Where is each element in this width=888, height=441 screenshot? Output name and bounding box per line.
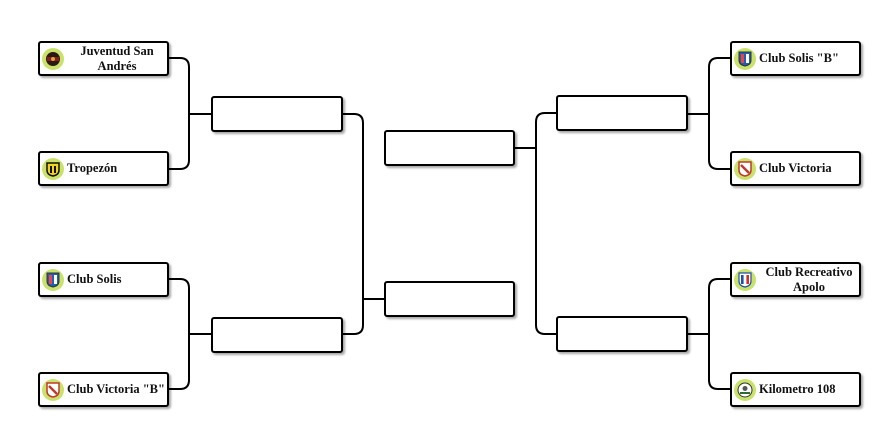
kilometro-108-logo-icon — [734, 378, 756, 401]
team-name: Juventud San Andrés — [80, 43, 154, 73]
team-name: Club Solis "B" — [759, 51, 839, 65]
match-slot-left-semifinal-bottom[interactable] — [211, 317, 343, 353]
team-slot-club-victoria-b[interactable]: Club Victoria "B" — [38, 372, 169, 407]
team-name: Tropezón — [67, 161, 118, 175]
team-slot-club-victoria[interactable]: Club Victoria — [730, 151, 861, 186]
team-name: Club Solis — [67, 272, 122, 286]
connector-line — [708, 278, 731, 390]
match-slot-final-top[interactable] — [384, 130, 515, 166]
club-victoria-b-logo-icon — [42, 378, 64, 401]
club-recreativo-apolo-logo-icon — [734, 268, 756, 291]
club-solis-logo-icon — [42, 268, 64, 291]
team-name: Club Victoria "B" — [67, 382, 165, 396]
team-name: Club Recreativo Apolo — [765, 264, 853, 294]
connector-line — [708, 57, 731, 170]
team-slot-club-solis[interactable]: Club Solis — [38, 262, 169, 297]
juventud-san-andres-logo-icon — [42, 47, 64, 70]
team-slot-tropezon[interactable]: Tropezón — [38, 151, 169, 186]
connector-line — [168, 57, 190, 170]
connector-line — [342, 113, 364, 335]
match-slot-right-semifinal-bottom[interactable] — [556, 316, 688, 352]
team-slot-club-recreativo-apolo[interactable]: Club Recreativo Apolo — [730, 262, 861, 297]
connector-line — [535, 112, 557, 335]
team-slot-juventud-san-andres[interactable]: Juventud San Andrés — [38, 41, 169, 76]
team-name: Club Victoria — [759, 161, 832, 175]
connector-line — [168, 278, 190, 390]
match-slot-left-semifinal-top[interactable] — [211, 96, 343, 132]
team-slot-kilometro-108[interactable]: Kilometro 108 — [730, 372, 861, 407]
tropezon-logo-icon — [42, 157, 64, 180]
club-solis-b-logo-icon — [734, 47, 756, 70]
match-slot-final-bottom[interactable] — [384, 281, 515, 317]
club-victoria-logo-icon — [734, 157, 756, 180]
team-name: Kilometro 108 — [759, 382, 836, 396]
match-slot-right-semifinal-top[interactable] — [556, 95, 688, 131]
team-slot-club-solis-b[interactable]: Club Solis "B" — [730, 41, 861, 76]
